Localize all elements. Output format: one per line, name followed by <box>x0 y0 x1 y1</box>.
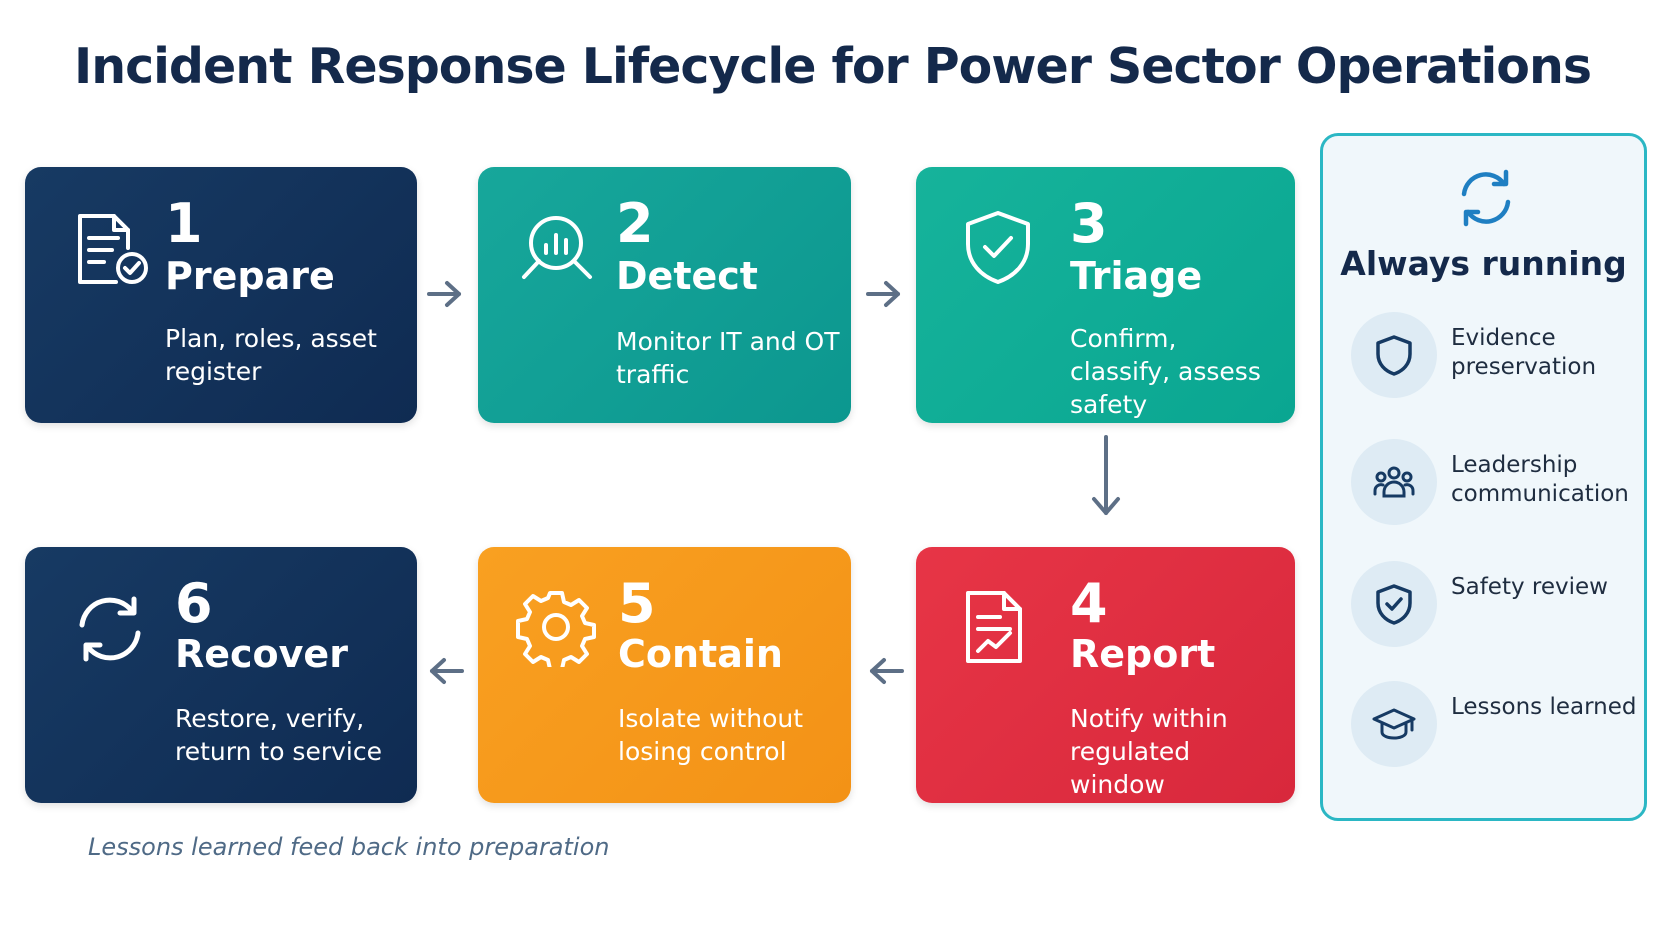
arrow-left-icon <box>426 655 466 687</box>
step-name: Detect <box>616 254 758 298</box>
graduation-cap-icon <box>1351 681 1437 767</box>
magnifier-chart-icon <box>518 209 598 289</box>
step-description: Restore, verify, return to service <box>175 704 382 766</box>
step-description: Monitor IT and OT traffic <box>616 327 840 389</box>
step-number: 3 <box>1070 192 1108 255</box>
step-card-detect: 2 Detect Monitor IT and OT traffic <box>478 167 851 423</box>
step-number: 2 <box>616 192 654 255</box>
step-card-report: 4 Report Notify within regulated window <box>916 547 1295 803</box>
step-number: 6 <box>175 572 213 635</box>
step-name: Contain <box>618 632 783 676</box>
footnote: Lessons learned feed back into preparati… <box>88 833 610 861</box>
shield-check-icon <box>958 207 1038 287</box>
arrow-right-icon <box>425 278 465 310</box>
always-running-panel: Always running Evidence preservation Lea… <box>1320 133 1647 821</box>
panel-heading: Always running <box>1340 244 1627 283</box>
step-card-contain: 5 Contain Isolate without losing control <box>478 547 851 803</box>
report-chart-icon <box>956 587 1036 667</box>
step-description: Plan, roles, asset register <box>165 324 377 386</box>
list-item-label: Safety review <box>1451 574 1608 600</box>
list-item-label: Lessons learned <box>1451 694 1637 720</box>
step-name: Recover <box>175 632 348 676</box>
arrow-left-icon <box>866 655 906 687</box>
list-item-label: Evidence preservation <box>1451 325 1597 380</box>
arrow-down-icon <box>1088 433 1124 519</box>
shield-check-icon <box>1351 561 1437 647</box>
gear-icon <box>516 587 596 671</box>
step-number: 1 <box>165 192 203 255</box>
step-name: Report <box>1070 632 1216 676</box>
step-description: Notify within regulated window <box>1070 704 1228 799</box>
shield-icon <box>1351 312 1437 398</box>
step-description: Confirm, classify, assess safety <box>1070 324 1261 419</box>
arrow-right-icon <box>864 278 904 310</box>
step-name: Prepare <box>165 254 335 298</box>
step-number: 4 <box>1070 572 1108 635</box>
step-card-prepare: 1 Prepare Plan, roles, asset register <box>25 167 417 423</box>
people-group-icon <box>1351 439 1437 525</box>
checklist-document-icon <box>72 210 152 290</box>
step-name: Triage <box>1070 254 1203 298</box>
step-card-recover: 6 Recover Restore, verify, return to ser… <box>25 547 417 803</box>
refresh-icon <box>70 589 150 669</box>
list-item-label: Leadership communication <box>1451 452 1629 507</box>
step-card-triage: 3 Triage Confirm, classify, assess safet… <box>916 167 1295 423</box>
step-number: 5 <box>618 572 656 635</box>
list-item: Safety review <box>1351 561 1641 647</box>
page-title: Incident Response Lifecycle for Power Se… <box>73 38 1592 95</box>
step-description: Isolate without losing control <box>618 704 804 766</box>
list-item: Evidence preservation <box>1351 312 1641 398</box>
refresh-icon <box>1454 166 1518 230</box>
list-item: Lessons learned <box>1351 681 1641 767</box>
list-item: Leadership communication <box>1351 439 1641 525</box>
